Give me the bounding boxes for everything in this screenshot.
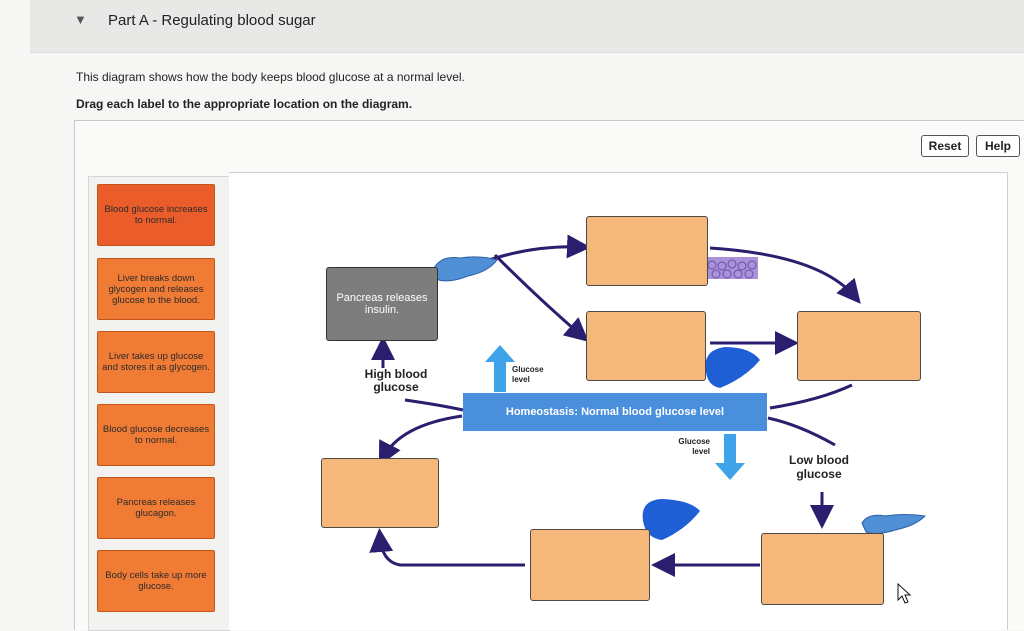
instruction-text: Drag each label to the appropriate locat… <box>76 97 413 111</box>
glucose-blue-arrows <box>485 345 745 480</box>
drop-zone-bottom-middle[interactable] <box>530 529 650 601</box>
low-blood-glucose-label: Low blood glucose <box>789 453 849 481</box>
pancreas-releases-insulin-box: Pancreas releases insulin. <box>326 267 438 341</box>
label-body-cells-take-up-glucose[interactable]: Body cells take up more glucose. <box>97 550 215 612</box>
flow-arrows <box>369 234 861 577</box>
arrow-homeostasis-to-low-glucose <box>767 416 836 447</box>
label-blood-glucose-decreases[interactable]: Blood glucose decreases to normal. <box>97 404 215 466</box>
glucose-level-up-icon <box>485 345 515 392</box>
arrow-to-homeostasis-left <box>404 398 464 412</box>
arrow-right-box-to-homeostasis <box>769 383 853 410</box>
help-button[interactable]: Help <box>976 135 1020 157</box>
liver-icon <box>705 347 760 388</box>
part-title: Part A - Regulating blood sugar <box>108 12 316 29</box>
liver-icon-lower <box>642 499 700 540</box>
pancreas-icon-lower <box>861 514 927 535</box>
part-header[interactable]: ▼ Part A - Regulating blood sugar <box>30 0 1024 53</box>
drop-zone-top[interactable] <box>586 216 708 286</box>
homeostasis-bar: Homeostasis: Normal blood glucose level <box>463 393 767 431</box>
label-blood-glucose-increases[interactable]: Blood glucose increases to normal. <box>97 184 215 246</box>
drop-zone-middle[interactable] <box>586 311 706 381</box>
intro-text: This diagram shows how the body keeps bl… <box>76 70 465 84</box>
glucose-level-down-label: Glucose level <box>678 437 710 456</box>
pancreas-icon <box>432 256 498 282</box>
glucose-level-up-label: Glucose level <box>512 365 544 384</box>
arrow-pancreas-to-middle-box <box>493 253 589 342</box>
high-blood-glucose-label: High blood glucose <box>364 367 428 394</box>
drop-zone-right[interactable] <box>797 311 921 381</box>
arrow-homeostasis-to-left-box <box>378 414 463 466</box>
label-pancreas-releases-glucagon[interactable]: Pancreas releases glucagon. <box>97 477 215 539</box>
body-cells-icon <box>704 257 758 279</box>
glucose-level-down-icon <box>715 434 745 480</box>
arrow-top-box-to-right-box <box>709 246 861 304</box>
drop-zone-bottom-right[interactable] <box>761 533 884 605</box>
reset-button[interactable]: Reset <box>921 135 969 157</box>
collapse-caret-icon[interactable]: ▼ <box>74 12 87 27</box>
drop-zone-left[interactable] <box>321 458 439 528</box>
label-liver-breaks-down-glycogen[interactable]: Liver breaks down glycogen and releases … <box>97 258 215 320</box>
label-liver-takes-up-glucose[interactable]: Liver takes up glucose and stores it as … <box>97 331 215 393</box>
arrow-bottom-middle-to-left-box <box>369 528 525 567</box>
mouse-pointer-icon <box>897 582 912 604</box>
